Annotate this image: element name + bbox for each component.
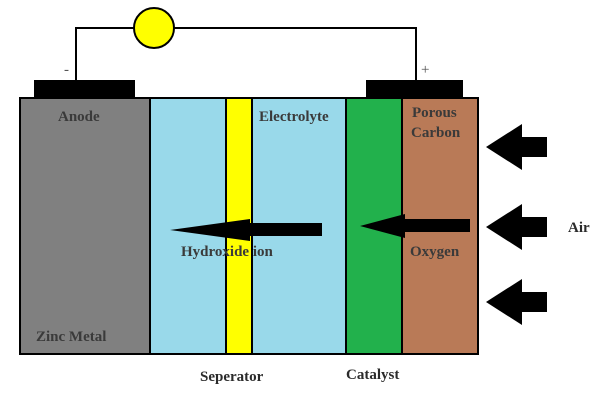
positive-terminal [366, 80, 463, 98]
negative-sign: - [64, 62, 69, 78]
electrolyte-label: Electrolyte [259, 109, 329, 125]
air-arrow-bottom [486, 279, 547, 325]
separator-label: Seperator [200, 369, 264, 385]
oxygen-arrow [360, 214, 470, 238]
air-arrow-middle [486, 204, 547, 250]
light-bulb [133, 7, 175, 49]
circuit-wire [75, 27, 417, 80]
air-label: Air [568, 220, 590, 236]
oxygen-label: Oxygen [410, 244, 460, 260]
carbon-label: Carbon [411, 125, 461, 141]
negative-terminal [34, 80, 135, 98]
porous-label: Porous [412, 105, 457, 121]
air-arrow-top [486, 124, 547, 170]
hydroxide-ion-label: Hydroxide ion [181, 244, 273, 260]
cell-border [19, 97, 479, 355]
catalyst-label: Catalyst [346, 367, 399, 383]
anode-label: Anode [58, 109, 100, 125]
zinc-metal-label: Zinc Metal [36, 329, 106, 345]
hydroxide-arrow [170, 219, 322, 241]
anode-layer [20, 98, 150, 354]
positive-sign: + [421, 62, 429, 78]
